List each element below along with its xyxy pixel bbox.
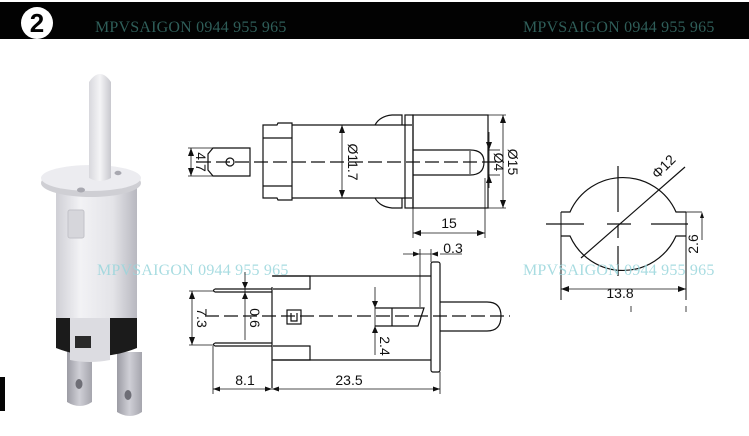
step-number-badge: 2 [21, 7, 53, 39]
top-view-drawing [188, 114, 506, 238]
watermark-middle-right: MPVSAIGON 0944 955 965 [523, 262, 715, 279]
dim-terminal-width: 4.7 [193, 152, 209, 172]
dim-plunger-length: 15 [441, 215, 457, 231]
dim-flat-height: 2.6 [685, 234, 701, 254]
dim-end-width: 13.8 [606, 285, 633, 301]
dim-terminal-thickness: 0.6 [247, 308, 263, 328]
dim-plunger-diameter: Ø4 [491, 153, 507, 172]
dim-terminal-length: 8.1 [235, 372, 255, 388]
header-bar [0, 2, 749, 39]
left-edge-bar [0, 377, 5, 411]
dim-cutout-diameter: Φ12 [648, 151, 678, 181]
dim-terminal-spacing: 7.3 [194, 308, 210, 328]
watermark-header-right: MPVSAIGON 0944 955 965 [523, 19, 715, 36]
end-view-drawing [546, 166, 703, 312]
dim-body-diameter: Ø11.7 [345, 143, 361, 180]
dim-flange-diameter: Ø15 [505, 149, 521, 176]
dim-flange-thickness: 0.3 [443, 240, 463, 256]
watermark-header-left: MPVSAIGON 0944 955 965 [95, 19, 287, 36]
product-photo [41, 74, 142, 416]
dim-latch-height: 2.4 [377, 336, 393, 356]
watermark-middle-left: MPVSAIGON 0944 955 965 [97, 262, 289, 279]
dim-body-length: 23.5 [335, 372, 362, 388]
